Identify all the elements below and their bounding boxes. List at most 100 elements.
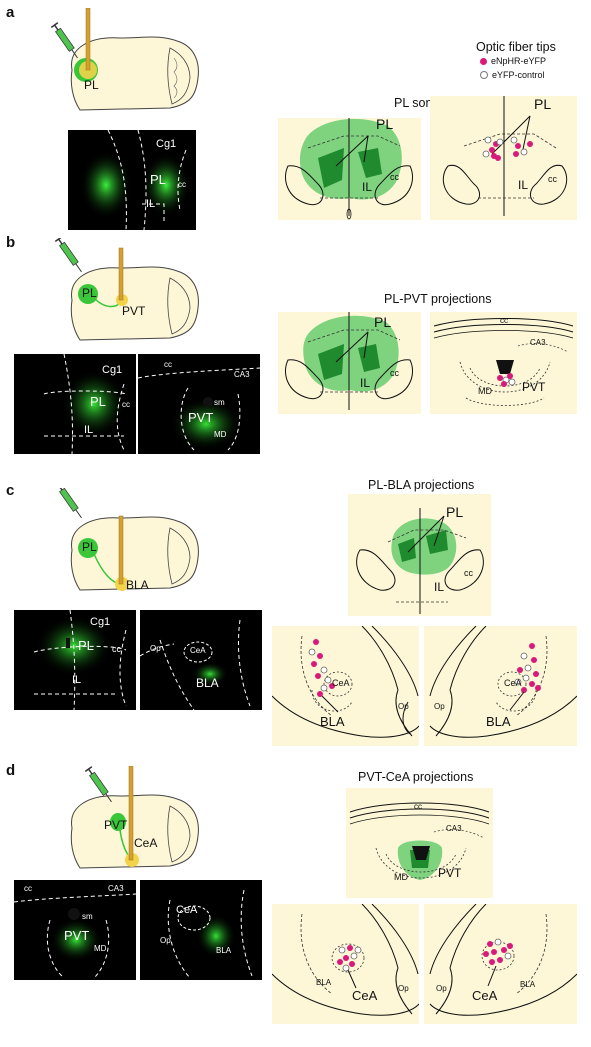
atlas-b-right: cc CA3 MD PVT [430, 312, 577, 414]
micro-label-sm: sm [82, 912, 93, 921]
sagittal-brain-b: PL PVT [50, 238, 220, 348]
atlas-label-pvt: PVT [522, 380, 546, 394]
atlas-label-ca3: CA3 [446, 824, 462, 833]
panel-title-b: PL-PVT projections [384, 292, 492, 306]
atlas-label-op: Op [436, 984, 447, 993]
sagittal-label-cea: CeA [134, 836, 158, 850]
atlas-label-cc: cc [548, 174, 557, 184]
atlas-label-bla: BLA [486, 714, 511, 729]
legend-label-control: eYFP-control [492, 70, 545, 80]
panel-title-c: PL-BLA projections [368, 478, 475, 492]
micro-label-cea: CeA [176, 904, 198, 916]
atlas-label-pvt: PVT [438, 866, 462, 880]
fluorescence-image-a: Cg1 PL cc IL [68, 130, 196, 230]
atlas-label-cc: cc [390, 172, 399, 182]
atlas-label-pl: PL [376, 118, 394, 132]
atlas-label-op: Op [434, 702, 445, 711]
sagittal-label-pvt: PVT [104, 818, 128, 832]
atlas-label-cea: CeA [504, 678, 522, 688]
atlas-a-left: PL cc IL [278, 118, 421, 220]
micro-label-md: MD [214, 430, 227, 439]
sagittal-label-pvt: PVT [122, 304, 146, 318]
atlas-label-pl: PL [374, 314, 392, 330]
panel-letter-a: a [6, 4, 15, 21]
micro-label-cc: cc [178, 180, 186, 189]
fluorescence-image-c-right: Op CeA BLA [140, 610, 262, 710]
atlas-label-bla: BLA [316, 978, 332, 987]
atlas-label-op: Op [398, 702, 409, 711]
legend-item-enphr: eNpHR-eYFP [480, 56, 546, 66]
micro-label-pl: PL [78, 638, 94, 653]
atlas-label-op: Op [398, 984, 409, 993]
fluorescence-image-c-left: Cg1 PL cc IL [14, 610, 136, 710]
micro-label-pvt: PVT [188, 410, 214, 425]
atlas-label-md: MD [478, 386, 492, 396]
atlas-label-cc: cc [500, 316, 508, 325]
fluorescence-image-b-left: Cg1 PL cc IL [14, 354, 136, 454]
atlas-label-il: IL [362, 180, 373, 194]
micro-label-il: IL [146, 198, 156, 210]
atlas-label-il: IL [434, 580, 445, 594]
atlas-label-cea: CeA [472, 988, 498, 1003]
micro-label-cc: cc [122, 400, 130, 409]
atlas-label-cc: cc [464, 568, 473, 578]
micro-label-cg1: Cg1 [156, 138, 177, 150]
micro-label-md: MD [94, 944, 107, 953]
micro-label-op: Op [150, 644, 161, 653]
atlas-d-top: cc CA3 MD PVT [346, 788, 493, 898]
micro-label-cea: CeA [190, 646, 206, 655]
atlas-d-bottom-right: CeA BLA Op [424, 904, 577, 1024]
white-dot-icon [480, 71, 488, 79]
sagittal-brain-d: PVT CeA [50, 766, 220, 876]
micro-label-il: IL [84, 424, 94, 436]
micro-label-cg1: Cg1 [90, 616, 111, 628]
atlas-c-bottom-left: CeA BLA Op [272, 626, 419, 746]
sagittal-brain-a: PL [50, 8, 220, 126]
micro-label-pl: PL [90, 394, 106, 409]
sagittal-label-bla: BLA [126, 578, 149, 592]
panel-letter-d: d [6, 762, 16, 779]
fiber-tip-markers [308, 639, 335, 697]
atlas-a-right: PL cc IL [430, 96, 577, 220]
atlas-d-bottom-left: BLA CeA Op [272, 904, 419, 1024]
atlas-label-pl: PL [534, 96, 552, 112]
fiber-tip-markers [337, 945, 362, 972]
atlas-label-bla: BLA [520, 980, 536, 989]
atlas-label-bla: BLA [320, 714, 345, 729]
atlas-label-pl: PL [446, 504, 464, 520]
atlas-label-md: MD [394, 872, 408, 882]
atlas-c-top: PL cc IL [348, 494, 491, 616]
sagittal-label-pl: PL [82, 286, 97, 300]
legend-title: Optic fiber tips [476, 40, 556, 54]
fluorescence-image-d-left: cc CA3 sm PVT MD [14, 880, 136, 980]
sagittal-label-pl: PL [82, 540, 97, 554]
atlas-label-ca3: CA3 [530, 338, 546, 347]
fiber-tip-markers [483, 938, 513, 965]
micro-label-bla: BLA [216, 946, 232, 955]
micro-label-cg1: Cg1 [102, 364, 123, 376]
fiber-tip-markers [514, 643, 541, 693]
atlas-label-cea: CeA [352, 988, 378, 1003]
magenta-dot-icon [480, 57, 487, 65]
micro-label-pvt: PVT [64, 928, 90, 943]
legend-label-enphr: eNpHR-eYFP [491, 56, 547, 66]
micro-label-cc: cc [112, 644, 121, 654]
atlas-label-cea: CeA [332, 678, 350, 688]
atlas-b-left: PL cc IL [278, 312, 421, 414]
micro-label-il: IL [72, 674, 82, 686]
atlas-label-il: IL [360, 376, 371, 390]
atlas-label-cc: cc [390, 368, 399, 378]
atlas-label-il: IL [518, 178, 529, 192]
micro-label-op: Op [160, 936, 171, 945]
fluorescence-image-d-right: CeA Op BLA [140, 880, 262, 980]
fiber-tip-markers [482, 136, 533, 161]
micro-label-ca3: CA3 [108, 884, 124, 893]
sagittal-label-pl: PL [84, 78, 99, 92]
fluorescence-image-b-right: cc CA3 sm PVT MD [138, 354, 260, 454]
atlas-label-cc: cc [414, 802, 422, 811]
micro-label-cc: cc [24, 884, 32, 893]
panel-title-d: PVT-CeA projections [358, 770, 474, 784]
panel-letter-c: c [6, 482, 15, 499]
legend-item-control: eYFP-control [480, 70, 545, 80]
micro-label-sm: sm [214, 398, 225, 407]
